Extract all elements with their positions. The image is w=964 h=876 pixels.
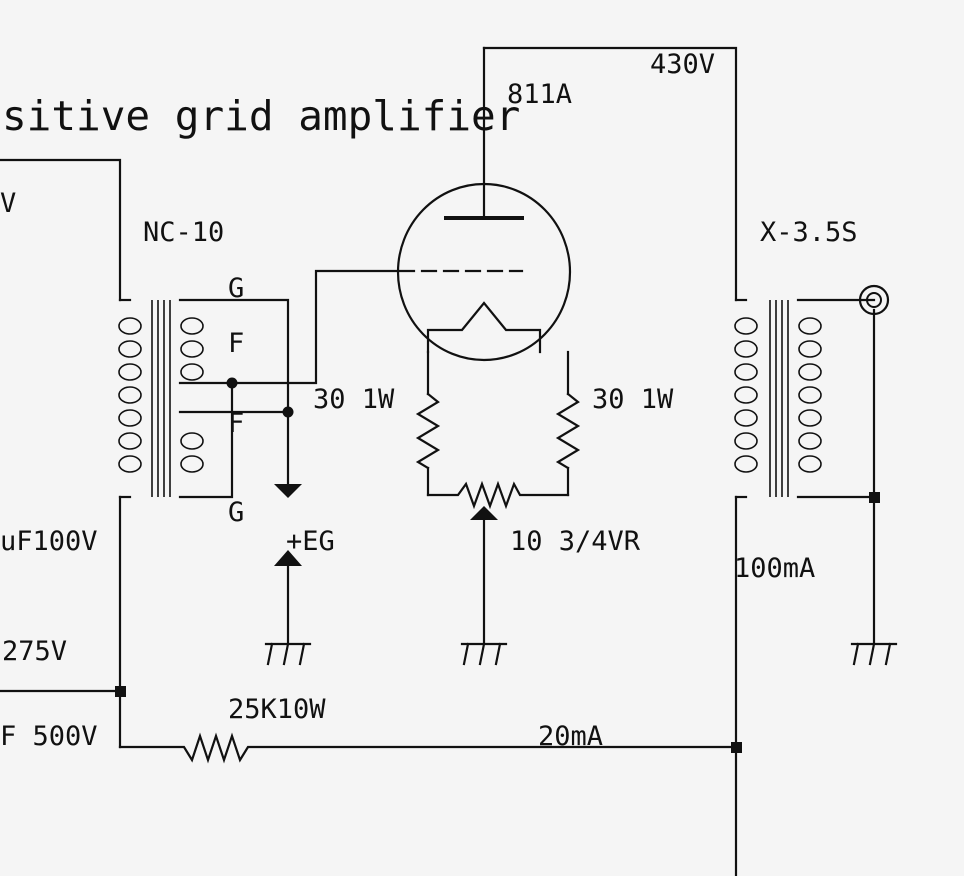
diagram-title: sitive grid amplifier	[2, 92, 520, 140]
label-filament-bottom: F	[228, 408, 244, 439]
label-grid-top: G	[228, 273, 244, 304]
bias-supply	[264, 550, 312, 666]
label-capacitor-left: uF100V	[0, 526, 98, 557]
label-hum-pot: 10 3/4VR	[510, 526, 641, 557]
label-filament-resistor-left: 30 1W	[313, 384, 395, 415]
junction-dot	[226, 377, 238, 389]
label-output-transformer: X-3.5S	[760, 217, 858, 248]
label-filament-top: F	[228, 328, 244, 359]
output-transformer-x35s	[734, 298, 898, 666]
output-jack-icon	[858, 284, 890, 316]
junction-dot	[731, 742, 742, 753]
dropping-resistor-25k	[118, 732, 738, 764]
label-grid-bottom: G	[228, 497, 244, 528]
label-driver-transformer: NC-10	[143, 217, 224, 248]
label-supply-275: 275V	[2, 636, 67, 667]
tube-811a	[396, 46, 572, 362]
junction-dot	[282, 406, 294, 418]
filament-network	[415, 350, 581, 666]
plate-supply-wire	[482, 46, 738, 302]
label-plate-current: 100mA	[734, 553, 815, 584]
label-bleed-current: 20mA	[538, 721, 603, 752]
junction-dot	[869, 492, 880, 503]
label-tube: 811A	[507, 79, 572, 110]
ground-arrow	[274, 484, 302, 498]
label-dropping-resistor: 25K10W	[228, 694, 326, 725]
label-capacitor-500: F 500V	[0, 721, 98, 752]
grid-wire	[230, 269, 400, 385]
driver-transformer-nc10	[118, 298, 290, 499]
label-filament-resistor-right: 30 1W	[592, 384, 674, 415]
label-input-voltage: V	[0, 188, 16, 219]
label-bias-supply: +EG	[286, 526, 335, 557]
input-wiring	[0, 158, 122, 749]
junction-dot	[115, 686, 126, 697]
label-plate-voltage: 430V	[650, 49, 715, 80]
